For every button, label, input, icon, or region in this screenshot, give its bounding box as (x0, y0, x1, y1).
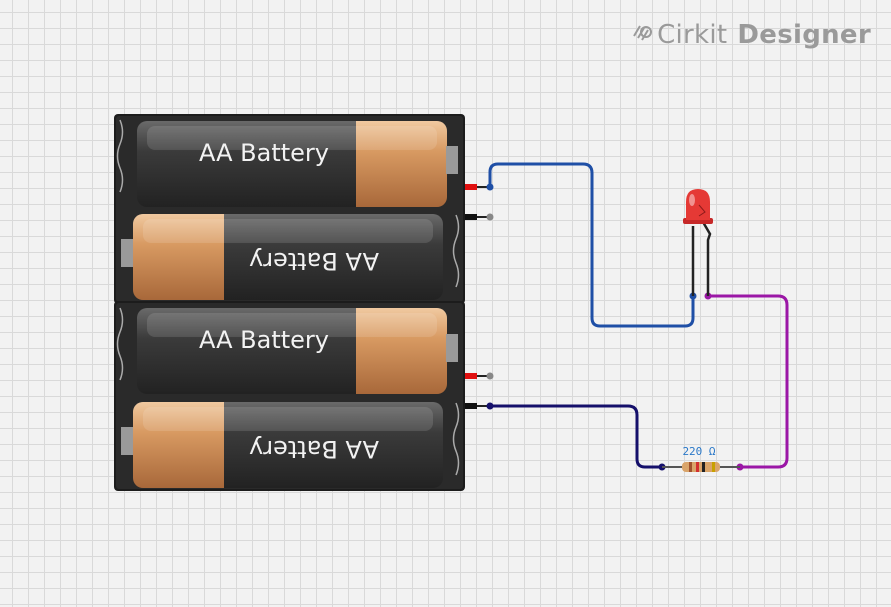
logo-text-light: Cirkit (657, 20, 728, 50)
cirkit-logo-icon (631, 20, 653, 50)
battery-terminal-positive-2[interactable] (465, 373, 477, 379)
battery-label-3: AA Battery (199, 326, 329, 354)
battery-terminal-negative-2[interactable] (465, 403, 477, 409)
resistor-220-ohm[interactable]: 220 Ω (662, 445, 740, 472)
wire-magenta[interactable] (708, 294, 789, 469)
wire-blue[interactable] (488, 162, 695, 328)
aa-battery-cell-3[interactable]: AA Battery (137, 308, 458, 394)
resistor-label: 220 Ω (682, 445, 715, 458)
battery-label-2: AA Battery (249, 247, 379, 275)
logo-text-bold: Designer (737, 20, 871, 50)
aa-battery-cell-1[interactable]: AA Battery (137, 121, 458, 207)
aa-battery-cell-4[interactable]: AA Battery (121, 402, 443, 488)
battery-terminal-negative-1[interactable] (465, 214, 477, 220)
battery-label-1: AA Battery (199, 139, 329, 167)
wire-node[interactable] (486, 183, 494, 191)
red-led[interactable] (683, 189, 713, 296)
battery-holder-top[interactable]: AA Battery AA Battery (114, 114, 494, 304)
wire-node[interactable] (486, 402, 494, 410)
wire-navy[interactable] (490, 404, 662, 469)
battery-terminal-positive-1[interactable] (465, 184, 477, 190)
cirkit-designer-logo: Cirkit Designer (631, 20, 871, 50)
aa-battery-cell-2[interactable]: AA Battery (121, 214, 443, 300)
battery-label-4: AA Battery (249, 435, 379, 463)
battery-holder-bottom[interactable]: AA Battery AA Battery (114, 301, 494, 491)
